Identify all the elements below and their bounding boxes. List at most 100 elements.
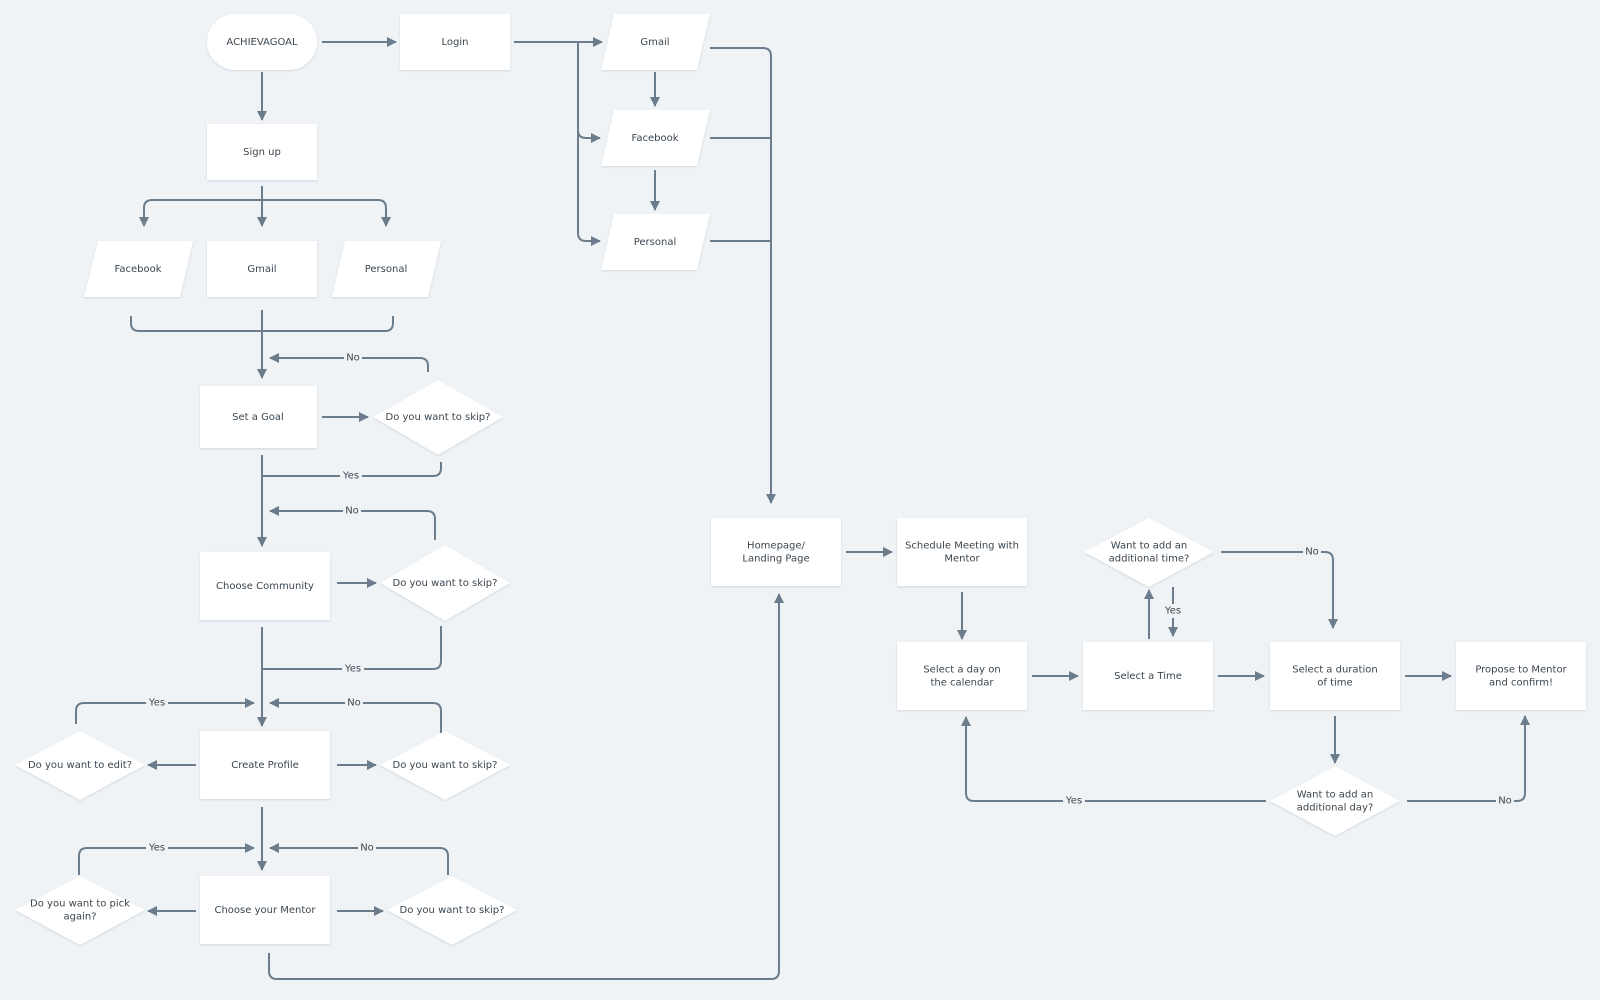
select-time-box	[1083, 642, 1213, 710]
select-duration-label: Select a duration of time	[1292, 664, 1377, 688]
svg-text:No: No	[345, 506, 359, 517]
node-label-line: Gmail	[247, 264, 276, 275]
edge-addtime-no	[1221, 551, 1338, 629]
node-label-line: Gmail	[640, 37, 669, 48]
choose-mentor-label: Choose your Mentor	[214, 905, 316, 916]
skip-profile-diamond	[380, 731, 510, 800]
edge-label-comm-no: No	[343, 504, 361, 518]
edit-profile-diamond	[15, 731, 145, 800]
edge-mentor-pick-yes	[78, 843, 255, 875]
propose-box	[1456, 642, 1586, 710]
add-day-diamond	[1270, 766, 1400, 836]
svg-text:No: No	[1305, 547, 1319, 558]
node-label-line: Create Profile	[231, 760, 299, 771]
node-label-line: Choose Community	[216, 581, 314, 592]
svg-text:Yes: Yes	[148, 698, 165, 709]
node-label-line: again?	[63, 911, 96, 922]
signup-box	[207, 124, 317, 180]
node-label-line: Select a duration	[1292, 664, 1377, 675]
pick-again-label: Do you want to pick again?	[30, 898, 130, 922]
select-time-label: Select a Time	[1114, 671, 1182, 682]
set-goal-box	[200, 386, 317, 448]
node-label-line: Facebook	[632, 133, 679, 144]
node-label-line: Schedule Meeting with	[905, 540, 1019, 551]
pick-again-diamond	[15, 876, 145, 945]
edge-profile-edit-yes	[75, 698, 255, 724]
node-label-line: Do you want to pick	[30, 898, 130, 909]
edge-comm-skip-yes	[262, 626, 442, 670]
svg-text:Yes: Yes	[1164, 606, 1181, 617]
svg-text:Yes: Yes	[344, 664, 361, 675]
edge-label-mentor-yes: Yes	[146, 841, 168, 855]
homepage-box	[711, 518, 841, 586]
nodes: ACHIEVAGOAL Login Sign up Gmail Set a Go…	[15, 14, 1586, 945]
svg-text:Yes: Yes	[148, 843, 165, 854]
svg-text:No: No	[360, 843, 374, 854]
edge-label-day-yes: Yes	[1063, 794, 1085, 808]
node-label-line: and confirm!	[1489, 677, 1553, 688]
node-label-line: Do you want to skip?	[393, 578, 498, 589]
edge-login-to-personal	[577, 130, 601, 246]
skip-mentor-label: Do you want to skip?	[400, 905, 505, 916]
node-label-line: of time	[1317, 677, 1352, 688]
start-terminator-shape	[207, 14, 317, 70]
login-facebook-shape	[601, 110, 710, 166]
login-facebook-label: Facebook	[632, 133, 679, 144]
node-label-line: additional day?	[1297, 802, 1374, 813]
edge-label-profile-no: No	[345, 696, 363, 710]
svg-text:No: No	[346, 353, 360, 364]
edge-labels: No Yes No Yes Yes No Yes No No Yes Yes N…	[146, 351, 1514, 855]
node-label-line: Choose your Mentor	[214, 905, 316, 916]
edge-label-profile-yes: Yes	[146, 696, 168, 710]
signup-personal-shape	[332, 241, 441, 297]
node-label-line: Propose to Mentor	[1475, 664, 1567, 675]
login-personal-shape	[601, 214, 710, 270]
node-label-line: Select a Time	[1114, 671, 1182, 682]
edge-addday-no	[1407, 715, 1530, 802]
choose-community-label: Choose Community	[216, 581, 314, 592]
create-profile-label: Create Profile	[231, 760, 299, 771]
node-label-line: Landing Page	[742, 553, 809, 564]
login-personal-label: Personal	[634, 237, 677, 248]
skip-profile-label: Do you want to skip?	[393, 760, 498, 771]
node-label-line: Mentor	[944, 553, 980, 564]
skip-mentor-diamond	[387, 876, 517, 945]
node-label-line: Do you want to skip?	[386, 412, 491, 423]
choose-community-box	[200, 552, 330, 620]
node-label-line: Sign up	[243, 147, 281, 158]
node-label-line: Personal	[634, 237, 677, 248]
edit-profile-label: Do you want to edit?	[28, 760, 132, 771]
select-duration-box	[1270, 642, 1400, 710]
add-time-diamond	[1084, 518, 1214, 587]
node-label-line: ACHIEVAGOAL	[226, 37, 298, 48]
login-gmail-label: Gmail	[640, 37, 669, 48]
edge-mentor-to-homepage	[268, 593, 784, 980]
start-terminator-label: ACHIEVAGOAL	[226, 37, 298, 48]
homepage-label: Homepage/Landing Page	[742, 540, 809, 564]
edge-label-comm-yes: Yes	[342, 662, 364, 676]
node-label-line: Set a Goal	[232, 412, 284, 423]
edge-label-day-no: No	[1496, 794, 1514, 808]
choose-mentor-box	[200, 876, 330, 944]
node-label-line: additional time?	[1109, 553, 1190, 564]
skip-community-diamond	[380, 545, 510, 621]
edge-goal-skip-no	[269, 353, 429, 372]
edge-signup-to-personal	[262, 199, 391, 227]
skip-community-label: Do you want to skip?	[393, 578, 498, 589]
node-label-line: Login	[442, 37, 469, 48]
edge-mentor-skip-no	[269, 843, 449, 875]
signup-facebook-label: Facebook	[115, 264, 162, 275]
svg-text:No: No	[347, 698, 361, 709]
login-box	[400, 14, 510, 70]
login-label: Login	[442, 37, 469, 48]
node-label-line: Want to add an	[1297, 789, 1374, 800]
node-label-line: Homepage/	[747, 540, 806, 551]
edge-signup-to-facebook	[139, 199, 262, 227]
node-label-line: Do you want to skip?	[400, 905, 505, 916]
node-label-line: Personal	[365, 264, 408, 275]
edge-label-goal-no: No	[344, 351, 362, 365]
edge-addday-yes	[961, 716, 1266, 802]
